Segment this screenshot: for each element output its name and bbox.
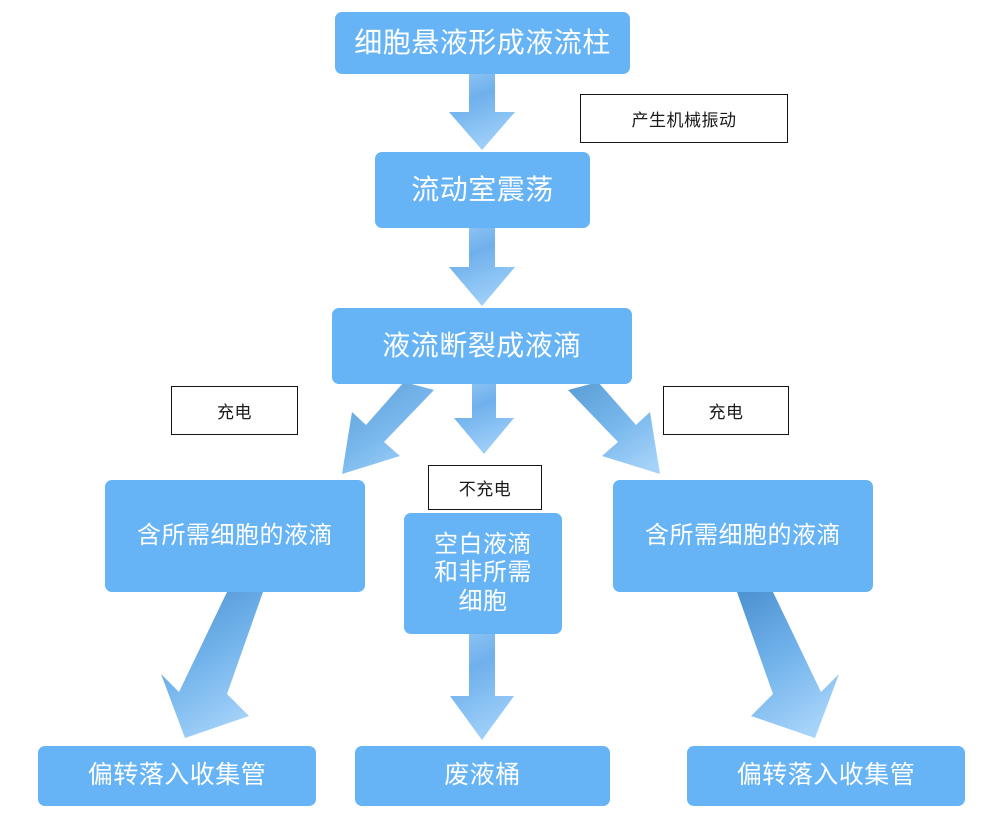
tag-charged-right[interactable]: 充电 [663, 386, 789, 435]
arrow-down-n3-n5 [454, 384, 514, 454]
node-label: 空白液滴 和非所需 细胞 [434, 531, 532, 615]
node-label: 偏转落入收集管 [736, 761, 916, 790]
tag-label: 充电 [708, 403, 744, 422]
node-droplet-with-target-cells-left[interactable]: 含所需细胞的液滴 [105, 480, 365, 592]
node-label: 含所需细胞的液滴 [137, 521, 333, 549]
node-droplet-with-target-cells-right[interactable]: 含所需细胞的液滴 [613, 480, 873, 592]
arrow-down-right-n6-n9 [737, 592, 839, 738]
node-label: 细胞悬液形成液流柱 [354, 27, 611, 59]
node-stream-breaks-into-droplets[interactable]: 液流断裂成液滴 [332, 308, 632, 384]
tag-mechanical-vibration[interactable]: 产生机械振动 [580, 94, 788, 143]
node-cell-suspension-stream[interactable]: 细胞悬液形成液流柱 [335, 12, 630, 74]
arrow-down-n5-n8 [450, 634, 514, 740]
tag-label: 不充电 [458, 480, 512, 499]
node-deflect-into-collection-tube-right[interactable]: 偏转落入收集管 [687, 746, 965, 806]
tag-charged-left[interactable]: 充电 [171, 386, 298, 435]
node-blank-droplet-and-unwanted-cells[interactable]: 空白液滴 和非所需 细胞 [404, 513, 562, 634]
arrow-down-n2-n3 [449, 228, 515, 306]
tag-not-charged[interactable]: 不充电 [428, 465, 542, 510]
node-deflect-into-collection-tube-left[interactable]: 偏转落入收集管 [38, 746, 316, 806]
node-label: 废液桶 [444, 761, 521, 790]
arrow-down-n1-n2 [449, 74, 515, 150]
tag-label: 充电 [217, 403, 252, 422]
tag-label: 产生机械振动 [631, 111, 737, 130]
node-label: 流动室震荡 [411, 174, 554, 206]
node-label: 含所需细胞的液滴 [645, 521, 841, 549]
node-label: 偏转落入收集管 [87, 761, 267, 790]
node-waste-container[interactable]: 废液桶 [355, 746, 610, 806]
node-label: 液流断裂成液滴 [382, 330, 582, 362]
arrow-down-right-n3-n6 [568, 382, 660, 474]
arrow-down-left-n4-n7 [161, 592, 263, 738]
node-flow-chamber-oscillation[interactable]: 流动室震荡 [375, 152, 590, 228]
arrow-down-left-n3-n4 [342, 382, 434, 474]
